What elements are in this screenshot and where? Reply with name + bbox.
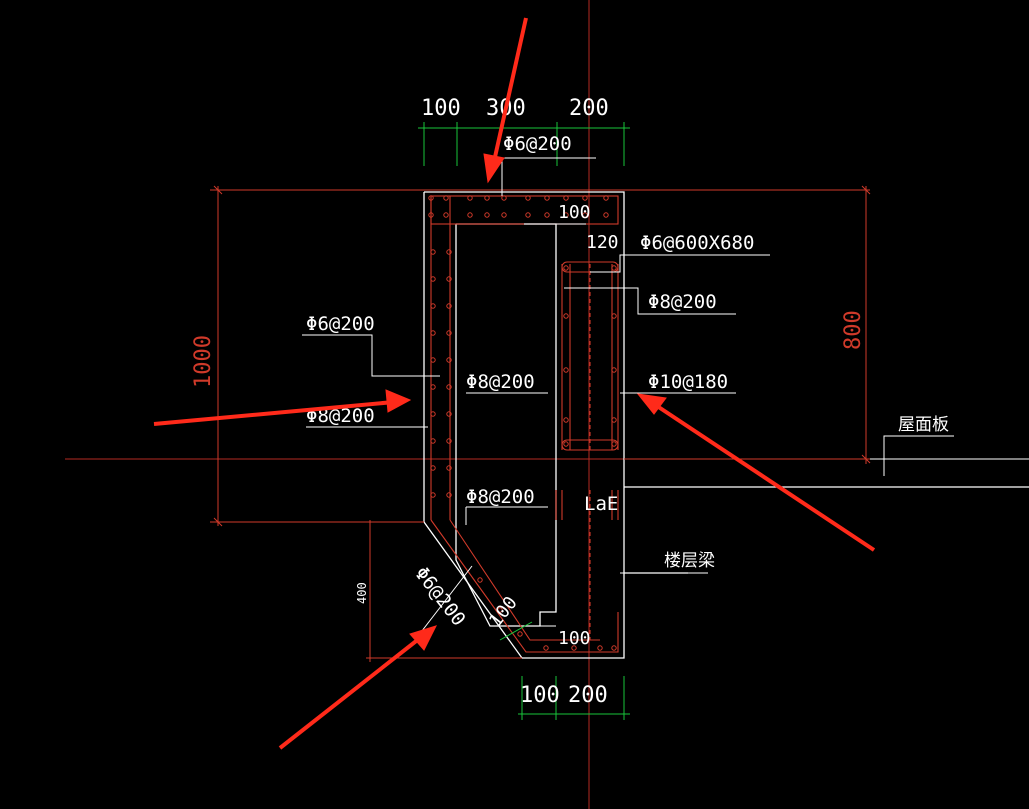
rebar-dot <box>467 212 473 218</box>
rebar-dot <box>430 492 436 498</box>
rebar-dot <box>517 631 523 637</box>
rebar-dot <box>571 645 577 651</box>
label-top-stirrup: Φ6@200 <box>503 133 572 155</box>
rebar-dot <box>611 313 617 319</box>
dim-bottom-2: 200 <box>568 683 608 708</box>
rebar-dot <box>430 384 436 390</box>
rebar-dot <box>501 195 507 201</box>
rebar-dot <box>563 417 569 423</box>
label-right-long: Φ8@200 <box>648 291 717 313</box>
rebar-dot <box>446 465 452 471</box>
red-arrow-right <box>636 393 876 552</box>
rebar-dot <box>446 276 452 282</box>
rebar-dot <box>544 195 550 201</box>
rebar-dot <box>597 645 603 651</box>
green-dimension-lines <box>418 122 630 720</box>
label-left-stirrup: Φ6@200 <box>306 313 375 335</box>
rebar-dot <box>563 265 569 271</box>
rebar-dot <box>446 492 452 498</box>
label-center-long-lower: Φ8@200 <box>466 486 535 508</box>
rebar-dot <box>446 411 452 417</box>
rebar-dot <box>543 645 549 651</box>
rebar-dot <box>467 195 473 201</box>
red-arrow-top <box>483 17 528 184</box>
rebar-dot <box>582 212 588 218</box>
rebar-dot <box>582 195 588 201</box>
label-center-long-upper: Φ8@200 <box>466 371 535 393</box>
rebar-dot <box>446 438 452 444</box>
dim-bottom-cover: 100 <box>558 628 591 649</box>
rebar-dot <box>430 465 436 471</box>
rebar-dot <box>603 212 609 218</box>
rebar-dot <box>443 212 449 218</box>
rebar-dot <box>611 265 617 271</box>
rebar-dot <box>525 195 531 201</box>
dim-bottom-1: 100 <box>520 683 560 708</box>
rebar-dot <box>563 212 569 218</box>
label-anchorage: LaE <box>584 493 618 515</box>
label-right-main: Φ10@180 <box>648 371 728 393</box>
rebar-dot <box>501 212 507 218</box>
rebar-dot <box>430 438 436 444</box>
dim-slope-height: 400 <box>355 582 369 604</box>
rebar-dot <box>446 384 452 390</box>
dim-rebar-gap: 120 <box>586 232 619 253</box>
rebar-dot <box>563 313 569 319</box>
leader-lines <box>302 157 954 637</box>
dim-right-height: 800 <box>841 310 866 350</box>
rebar-dot <box>446 303 452 309</box>
rebar-dot <box>443 195 449 201</box>
rebar-dot <box>477 577 483 583</box>
rebar-dot <box>611 441 617 447</box>
label-side-stirrup: Φ6@600X680 <box>640 232 754 254</box>
dimension-lines <box>210 185 871 662</box>
rebar-dot <box>430 303 436 309</box>
annotation-arrows <box>153 17 876 750</box>
rebar-dot <box>544 212 550 218</box>
rebar-dot <box>428 195 434 201</box>
rebar-dot <box>611 645 617 651</box>
rebar-dot <box>430 276 436 282</box>
rebar-dot <box>484 212 490 218</box>
rebar-dot <box>563 367 569 373</box>
rebar-dot <box>430 249 436 255</box>
rebar-dot <box>484 195 490 201</box>
rebar-dot <box>446 357 452 363</box>
rebar-dot <box>446 330 452 336</box>
rebar-dot <box>611 367 617 373</box>
dim-top-cover: 100 <box>558 202 591 223</box>
rebar-dots <box>428 195 617 651</box>
rebar-dot <box>428 212 434 218</box>
red-arrow-bottom-left <box>278 625 437 750</box>
label-roof-slab: 屋面板 <box>898 415 949 435</box>
rebar-dot <box>611 417 617 423</box>
dim-left-height: 1000 <box>191 335 216 388</box>
rebar-dot <box>446 249 452 255</box>
dim-slope-width: 100 <box>485 593 522 632</box>
rebar-dot <box>430 330 436 336</box>
rebar-dot <box>430 411 436 417</box>
rebar-dot <box>563 195 569 201</box>
rebar-dot <box>430 357 436 363</box>
label-floor-beam: 楼层梁 <box>664 551 715 571</box>
rebar-dot <box>563 441 569 447</box>
rebar-dot <box>497 607 503 613</box>
rebar-dot <box>603 195 609 201</box>
rebar-dot <box>525 212 531 218</box>
dim-top-3: 200 <box>569 96 609 121</box>
red-arrow-left <box>153 389 412 426</box>
dim-top-1: 100 <box>421 96 461 121</box>
